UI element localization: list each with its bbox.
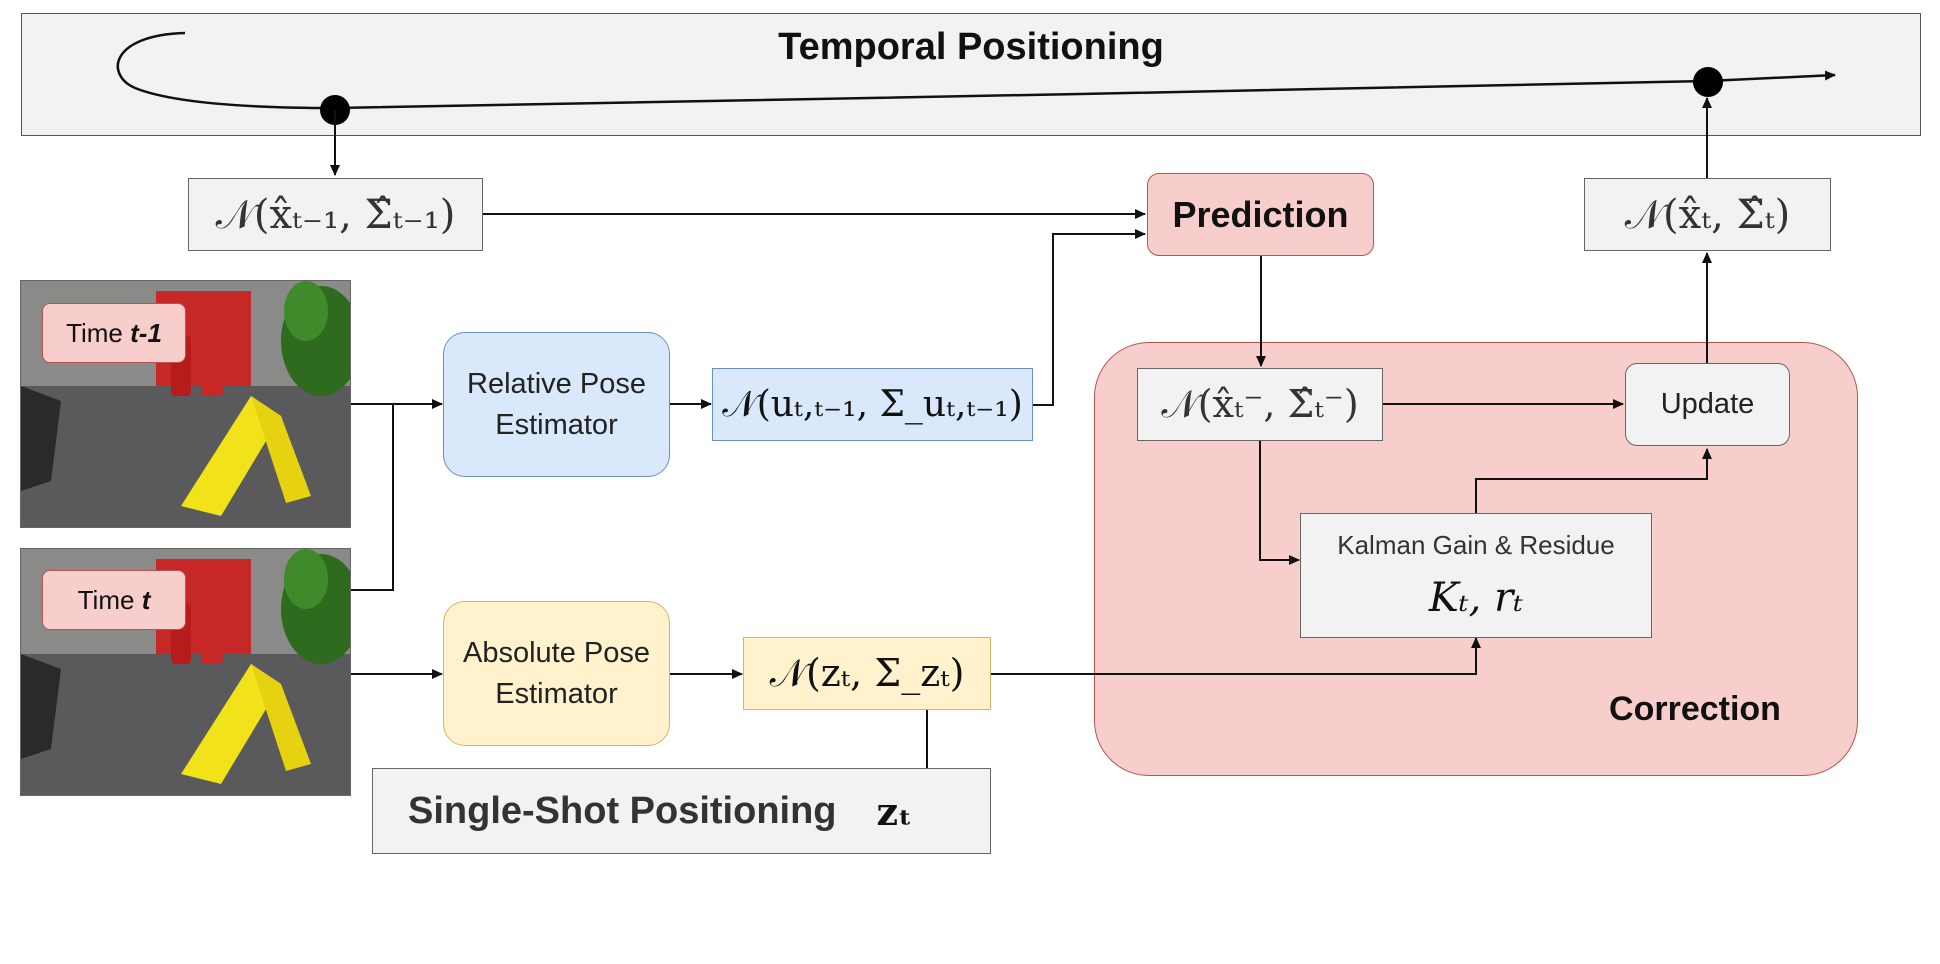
update-box: Update [1625,363,1790,446]
prev-state-formula: 𝒩(x̂ₜ₋₁, Σ̂ₜ₋₁) [215,191,456,238]
absolute-pose-estimator-label: Absolute Pose Estimator [462,636,650,710]
kalman-gain-residue-box: Kalman Gain & Residue Kₜ, rₜ [1300,513,1652,638]
time-badge-var: t [141,584,151,615]
update-label: Update [1660,388,1755,420]
time-t-badge: Time t [42,570,186,630]
single-shot-title: Single-Shot Positioning [408,789,837,832]
time-badge-prefix: Time [66,317,131,348]
correction-label: Correction [1609,690,1781,728]
prev-state-box: 𝒩(x̂ₜ₋₁, Σ̂ₜ₋₁) [188,178,483,251]
timeline-node-current [1693,67,1723,97]
single-shot-var: zₜ [876,788,913,834]
single-shot-positioning-box: Single-Shot Positioning zₜ [372,768,991,854]
relative-output-formula: 𝒩(uₜ,ₜ₋₁, Σ_uₜ,ₜ₋₁) [722,383,1023,425]
relative-output-box: 𝒩(uₜ,ₜ₋₁, Σ_uₜ,ₜ₋₁) [712,368,1033,441]
absolute-pose-estimator-box: Absolute Pose Estimator [443,601,670,746]
timeline-curve [116,31,1836,110]
absolute-output-box: 𝒩(zₜ, Σ_zₜ) [743,637,991,710]
relative-pose-estimator-label: Relative Pose Estimator [467,367,646,441]
prediction-box: Prediction [1147,173,1374,256]
time-badge-var: t-1 [130,317,162,348]
new-state-box: 𝒩(x̂ₜ, Σ̂ₜ) [1584,178,1831,251]
prediction-label: Prediction [1172,193,1349,235]
time-badge-prefix: Time [77,584,142,615]
predicted-state-formula: 𝒩(x̂ₜ⁻, Σ̂ₜ⁻) [1161,382,1359,426]
temporal-positioning-title: Temporal Positioning [778,26,1164,68]
new-state-formula: 𝒩(x̂ₜ, Σ̂ₜ) [1624,191,1791,238]
predicted-state-box: 𝒩(x̂ₜ⁻, Σ̂ₜ⁻) [1137,368,1383,441]
absolute-output-formula: 𝒩(zₜ, Σ_zₜ) [769,651,965,695]
relative-pose-estimator-box: Relative Pose Estimator [443,332,670,477]
time-t-minus-1-badge: Time t-1 [42,303,186,363]
kalman-title: Kalman Gain & Residue [1337,530,1615,560]
kalman-vars: Kₜ, rₜ [1428,575,1524,621]
